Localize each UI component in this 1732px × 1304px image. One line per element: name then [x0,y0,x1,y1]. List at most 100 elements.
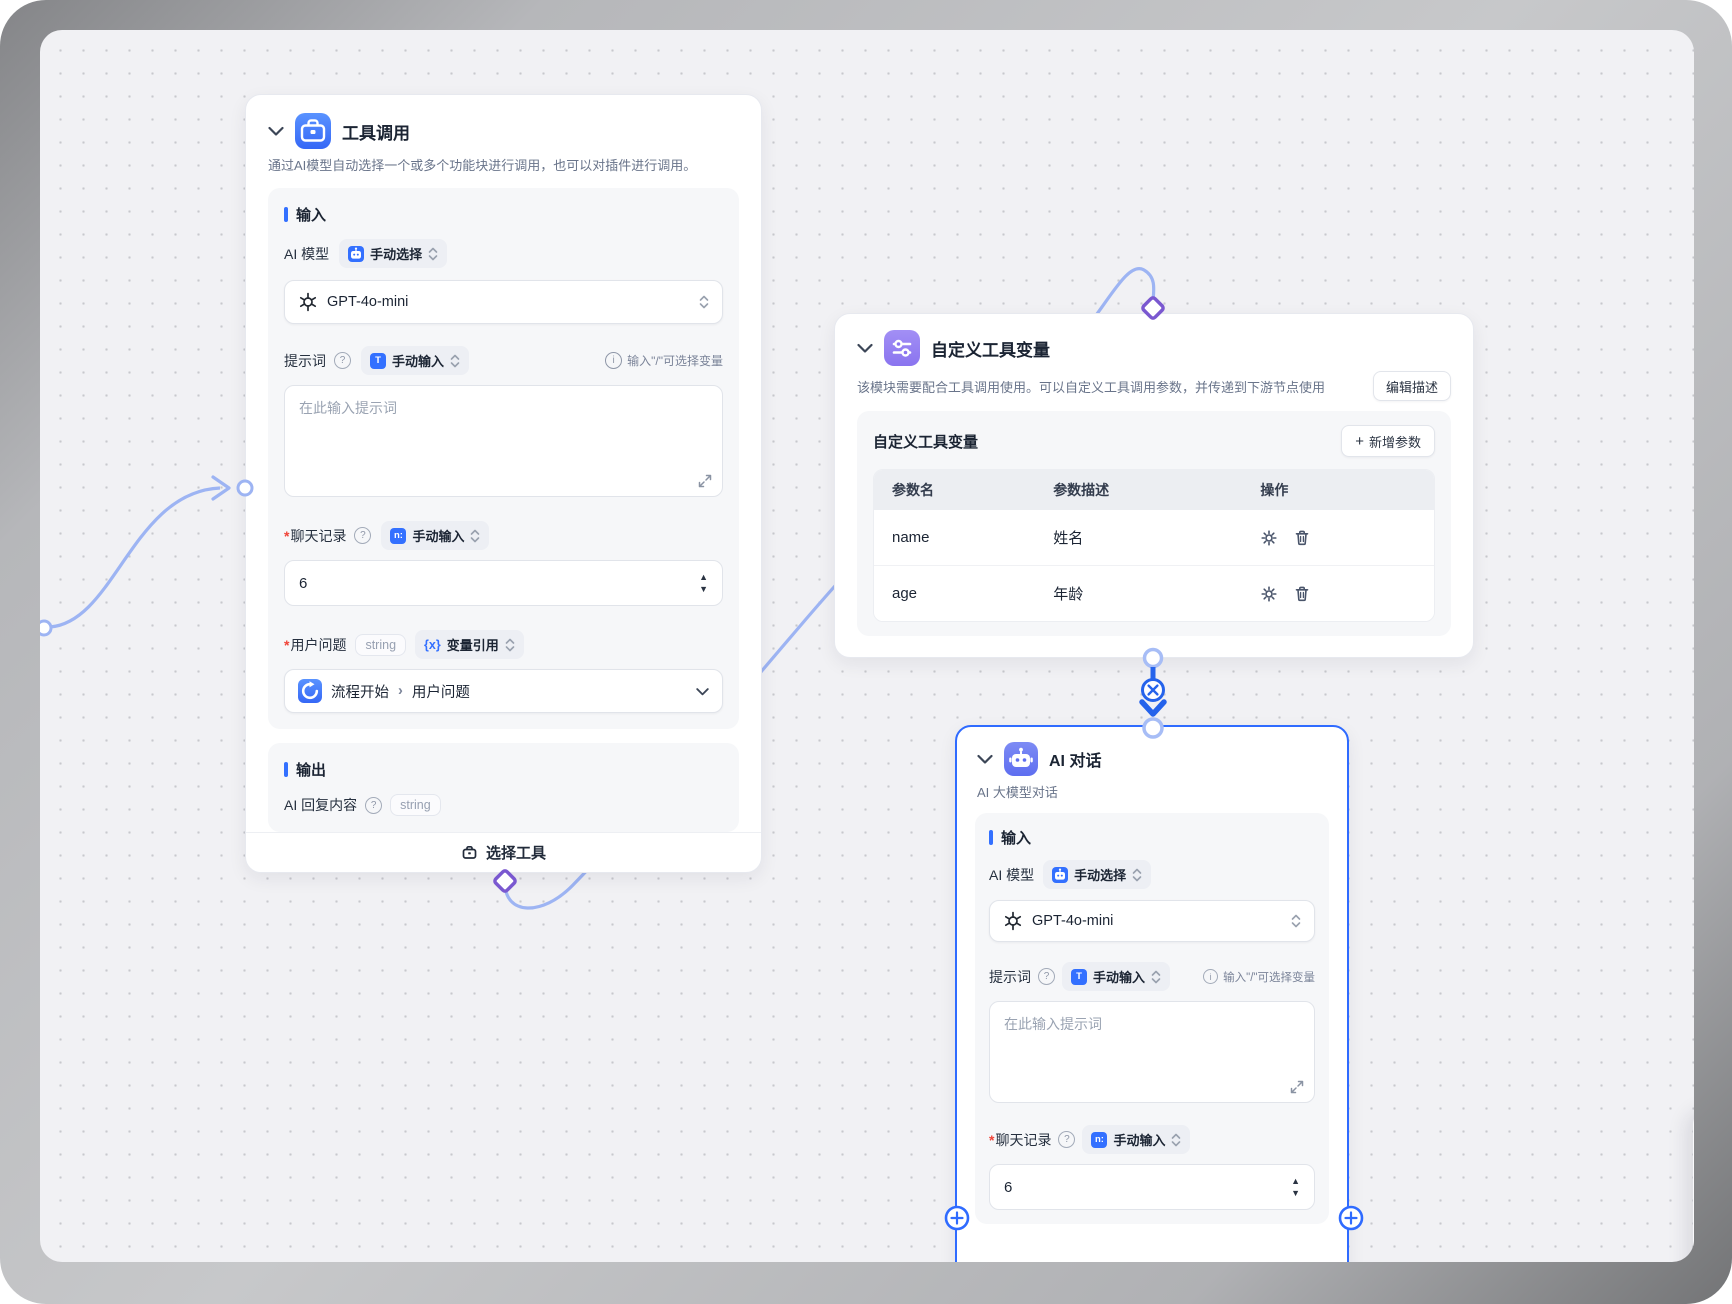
col-param-desc: 参数描述 [1053,482,1110,498]
model-select-value: GPT-4o-mini [327,294,409,310]
model-mode-label: 手动选择 [370,247,423,262]
param-name: age [892,585,918,602]
history-mode-badge[interactable]: n: 手动输入 [381,521,490,550]
node-title: AI 对话 [1049,753,1102,770]
model-mode-badge[interactable]: 手动选择 [339,239,448,268]
question-ref-select[interactable]: 流程开始 › 用户问题 [284,669,723,713]
add-param-label: 新增参数 [1368,434,1421,450]
trash-icon[interactable] [1293,529,1311,547]
param-desc: 年龄 [1053,586,1084,603]
robot-icon [1008,746,1034,768]
gear-icon[interactable] [1260,529,1278,547]
history-number-input[interactable]: 6 ▲▼ [284,560,723,606]
node-description: 通过AI模型自动选择一个或多个功能块进行调用，也可以对插件进行调用。 [268,158,697,173]
model-select-value: GPT-4o-mini [1032,913,1114,929]
wire-into-tool-call[interactable] [49,486,221,629]
table-header-row: 参数名 参数描述 操作 [874,470,1434,510]
prompt-textarea[interactable]: 在此输入提示词 [284,385,723,497]
updown-icon [428,247,438,260]
collapse-chevron-icon[interactable] [977,754,993,764]
required-asterisk: * [989,1131,995,1148]
flow-start-icon [298,679,322,703]
expand-icon[interactable] [698,474,712,488]
select-tool-button[interactable]: 选择工具 [246,832,761,872]
col-actions: 操作 [1260,482,1289,498]
wire-arrowhead-icon [211,475,231,501]
gear-icon[interactable] [1260,585,1278,603]
tool-output-diamond-port[interactable] [493,869,517,893]
flow-canvas[interactable]: 工具调用 通过AI模型自动选择一个或多个功能块进行调用，也可以对插件进行调用。 … [40,30,1694,1262]
history-label: 聊天记录 [290,527,347,544]
custom-vars-node-icon [884,330,920,366]
input-section: 输入 AI 模型 手动选择 GPT-4o-mini 提示词 [268,188,739,729]
section-bar [284,207,288,222]
history-number-input[interactable]: 6 ▲▼ [989,1164,1315,1210]
param-desc: 姓名 [1053,530,1084,547]
number-type-icon: n: [1091,1131,1108,1148]
updown-icon [1172,1133,1181,1146]
param-name: name [892,529,930,546]
close-x-icon [1147,684,1159,696]
chevron-right-icon: › [398,683,403,699]
node-tool-call[interactable]: 工具调用 通过AI模型自动选择一个或多个功能块进行调用，也可以对插件进行调用。 … [245,94,762,873]
params-table: 参数名 参数描述 操作 name 姓名 age 年龄 [873,469,1435,622]
history-mode-label: 手动输入 [1113,1133,1166,1148]
edge-arrowhead-icon [1139,699,1167,717]
robot-icon [1052,866,1069,883]
updown-icon [1291,914,1301,928]
edit-description-button[interactable]: 编辑描述 [1372,371,1451,401]
prompt-label: 提示词 [989,968,1031,985]
prompt-textarea[interactable]: 在此输入提示词 [989,1001,1315,1103]
trash-icon[interactable] [1293,585,1311,603]
table-row: name 姓名 [874,510,1434,565]
history-value: 6 [299,574,308,592]
model-mode-badge[interactable]: 手动选择 [1043,860,1152,889]
prompt-placeholder: 在此输入提示词 [299,400,397,416]
delete-edge-button[interactable] [1141,678,1165,702]
prompt-placeholder: 在此输入提示词 [1004,1016,1102,1032]
prompt-mode-badge[interactable]: T 手动输入 [361,346,470,375]
variable-ref-icon: {x} [424,637,441,652]
help-icon[interactable]: ? [354,527,372,544]
collapse-chevron-icon[interactable] [857,343,873,353]
step-up-icon[interactable]: ▲ [1291,1175,1300,1186]
custom-vars-panel: 自定义工具变量 + 新增参数 参数名 参数描述 操作 name 姓名 [857,411,1451,636]
reply-type-badge: string [390,794,441,816]
info-icon: i [605,352,623,369]
history-value: 6 [1004,1178,1013,1196]
prompt-mode-label: 手动输入 [392,354,445,369]
ai-model-label: AI 模型 [284,245,330,262]
model-select[interactable]: GPT-4o-mini [284,280,723,324]
collapse-chevron-icon[interactable] [268,126,284,136]
help-icon[interactable]: ? [334,352,351,369]
help-icon[interactable]: ? [1038,968,1055,985]
step-down-icon[interactable]: ▼ [699,583,708,594]
add-param-button[interactable]: + 新增参数 [1341,425,1435,457]
ai-chat-node-icon [1004,742,1038,776]
model-select[interactable]: GPT-4o-mini [989,900,1315,942]
help-icon[interactable]: ? [1058,1131,1076,1148]
section-bar [284,762,288,777]
node-ai-chat[interactable]: AI 对话 AI 大模型对话 输入 AI 模型 手动选择 GPT-4o-mini [955,725,1349,1262]
question-type-badge: string [355,633,407,656]
prompt-mode-badge[interactable]: T 手动输入 [1062,962,1171,991]
wire-start-port[interactable] [40,619,53,637]
collapsed-side-panel[interactable] [1693,1105,1694,1262]
ai-model-label: AI 模型 [989,866,1035,883]
expand-icon[interactable] [1290,1080,1304,1094]
step-up-icon[interactable]: ▲ [699,571,708,582]
step-down-icon[interactable]: ▼ [1291,1187,1300,1198]
text-type-icon: T [1071,968,1087,985]
updown-icon [1151,970,1161,983]
input-section-title: 输入 [1001,830,1032,847]
help-icon[interactable]: ? [365,796,383,814]
plus-icon: + [1355,432,1364,450]
node-custom-vars[interactable]: 自定义工具变量 该模块需要配合工具调用使用。可以自定义工具调用参数，并传递到下游… [834,313,1474,658]
ref-source: 流程开始 [331,684,389,701]
history-mode-badge[interactable]: n: 手动输入 [1082,1125,1191,1154]
question-mode-badge[interactable]: {x} 变量引用 [415,630,524,659]
briefcase-outline-icon [462,845,477,859]
robot-icon [348,245,365,262]
updown-icon [699,295,709,309]
node-description: 该模块需要配合工具调用使用。可以自定义工具调用参数，并传递到下游节点使用 [857,379,1326,395]
